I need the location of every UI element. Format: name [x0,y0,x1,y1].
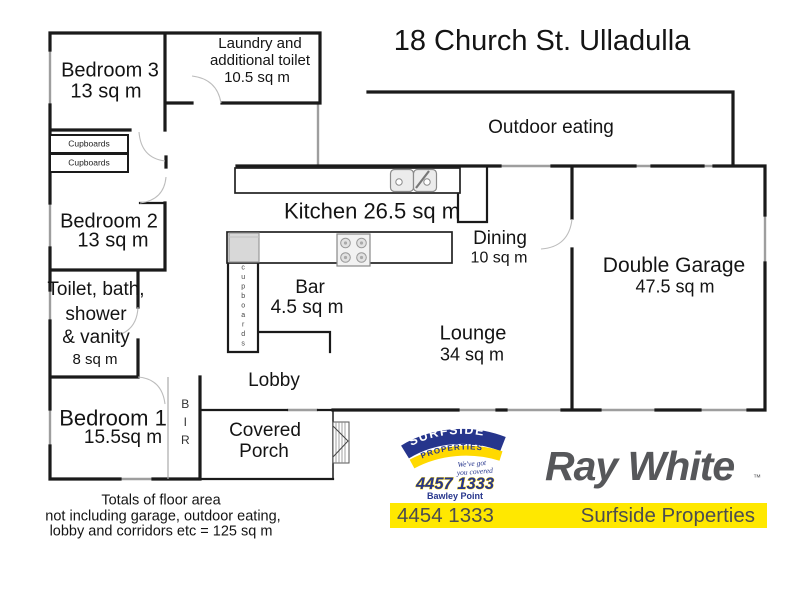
footnote-line2: not including garage, outdoor eating, [45,508,281,525]
room-bedroom2-area: 13 sq m [77,229,149,252]
page-title: 18 Church St. Ulladulla [393,24,691,57]
footer-phone: 4454 1333 [397,503,494,527]
room-bedroom3-name: Bedroom 3 [61,59,159,82]
surfside-properties-logo: SURFSIDE PROPERTIES We've got you covere… [397,428,513,501]
room-lounge-area: 34 sq m [439,344,505,365]
room-bedroom1-area: 15.5sq m [83,427,163,449]
room-toilet-line1: Toilet, bath, [47,279,145,301]
logo-tagline-line1: We've got [457,458,487,469]
ray-white-trademark: ™ [753,473,761,482]
room-bar-area: 4.5 sq m [270,297,344,319]
room-toilet-line3: & vanity [62,327,130,349]
cupboards-bottom-label: Cupboards [68,157,110,168]
footnote-line3: lobby and corridors etc = 125 sq m [49,523,273,540]
room-lobby: Lobby [248,370,300,392]
kitchen-cupboards-label: cupboards [239,264,247,350]
room-bedroom1-name: Bedroom 1 [59,405,167,431]
room-porch-line1: Covered [229,420,301,442]
room-dining-area: 10 sq m [470,249,528,267]
stairs-icon [332,421,350,464]
logo-phone: 4457 1333 [415,475,494,493]
window-segments [48,50,767,481]
room-toilet-line2: shower [65,304,127,326]
room-laundry-line1: Laundry and [218,35,302,53]
room-kitchen: Kitchen 26.5 sq m [283,198,461,224]
stove-icon [336,233,371,267]
ray-white-wordmark: Ray White [545,443,735,489]
logo-tagline-line2: you covered [455,466,493,478]
room-toilet-area: 8 sq m [72,351,118,369]
walls-secondary [138,165,489,481]
sink-icon [389,168,438,193]
footer-bar: 4454 1333 Surfside Properties [390,503,767,528]
door-arcs [114,75,573,405]
room-garage-name: Double Garage [602,253,746,277]
room-lounge-name: Lounge [439,322,507,345]
fridge-icon [228,232,260,263]
room-porch-line2: Porch [239,441,289,463]
room-bedroom2-name: Bedroom 2 [60,210,158,233]
room-dining-name: Dining [473,228,527,250]
room-laundry-line2: additional toilet [209,52,311,70]
bir-label: BIR [178,397,193,451]
footer-agency: Surfside Properties [580,503,755,527]
cupboards-top-label: Cupboards [68,138,110,149]
room-laundry-area: 10.5 sq m [224,69,290,87]
room-bar-name: Bar [295,277,325,299]
logo-location: Bawley Point [427,491,483,501]
room-garage-area: 47.5 sq m [635,276,715,297]
walls-main [48,31,767,481]
footnote-line1: Totals of floor area [101,492,221,509]
cupboard-boxes [49,134,129,173]
room-bedroom3-area: 13 sq m [70,80,142,103]
room-outdoor-eating: Outdoor eating [488,117,614,139]
